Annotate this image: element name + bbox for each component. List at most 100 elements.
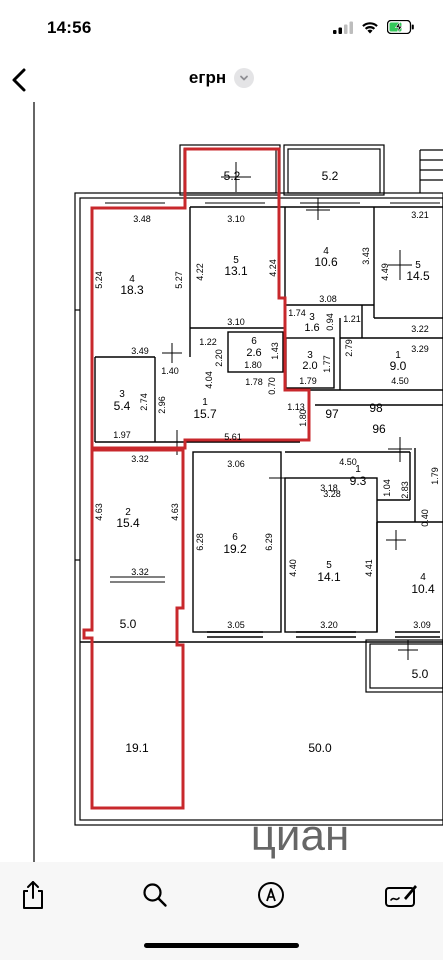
- markup-button[interactable]: [254, 878, 288, 912]
- room-number: 3: [309, 312, 315, 323]
- room-area: 2.6: [246, 347, 261, 359]
- signature-edit-icon: [385, 885, 417, 907]
- room-area: 50.0: [308, 741, 332, 755]
- dimension-label: 1.21: [343, 314, 361, 324]
- edit-button[interactable]: [384, 878, 418, 912]
- dimension-label: 3.32: [131, 567, 149, 577]
- balcony-area: 5.0: [120, 617, 137, 631]
- room-number: 3: [119, 389, 125, 400]
- title-menu-button[interactable]: [234, 68, 255, 88]
- dimension-label: 3.49: [131, 346, 149, 356]
- room-number: 3: [307, 350, 313, 361]
- dimension-label: 3.18: [320, 483, 338, 493]
- dimension-label: 4.63: [170, 503, 180, 521]
- dimension-label: 1.97: [113, 430, 131, 440]
- dimension-label: 6.29: [264, 533, 274, 551]
- balcony-area: 5.2: [322, 169, 339, 183]
- dimension-label: 1.80: [244, 360, 262, 370]
- system-indicators: [333, 20, 415, 34]
- balcony-area: 5.0: [412, 667, 429, 681]
- balcony-area: 5.2: [224, 169, 241, 183]
- dimension-label: 1.79: [430, 467, 440, 485]
- corridor-label: 97: [325, 407, 339, 421]
- dimension-label: 0.94: [325, 313, 335, 331]
- room-area: 10.4: [411, 582, 435, 596]
- corridor-label: 98: [369, 401, 383, 415]
- dimension-label: 3.08: [319, 294, 337, 304]
- dimension-label: 3.05: [227, 620, 245, 630]
- room-number: 4: [129, 274, 135, 285]
- document-title[interactable]: егрн: [188, 68, 227, 87]
- dimension-label: 4.49: [380, 263, 390, 281]
- dimension-label: 4.24: [268, 259, 278, 277]
- dimension-label: 1.77: [322, 355, 332, 373]
- room-area: 13.1: [224, 264, 248, 278]
- dimension-label: 3.10: [227, 214, 245, 224]
- dimension-label: 3.28: [323, 489, 341, 499]
- room-number: 4: [323, 246, 329, 257]
- dimension-label: 5.24: [94, 271, 104, 289]
- cellular-signal-icon: [333, 21, 353, 34]
- room-area: 14.1: [317, 570, 341, 584]
- floor-plan: 4 18.3 5 13.1 4 10.6 5 14.5 3 5.4 1 15.7…: [33, 102, 443, 862]
- wifi-icon: [362, 21, 378, 33]
- dimension-label: 1.78: [245, 377, 263, 387]
- dimension-label: 3.20: [320, 620, 338, 630]
- dimension-label: 4.41: [364, 559, 374, 577]
- room-number: 6: [232, 532, 238, 543]
- battery-charging-icon: [387, 20, 414, 34]
- dimension-label: 1.43: [270, 342, 280, 360]
- dimension-label: 0.40: [420, 509, 430, 527]
- dimension-label: 2.83: [400, 481, 410, 499]
- room-area: 9.0: [390, 359, 407, 373]
- dimension-label: 4.50: [339, 457, 357, 467]
- navigation-bar: егрн: [0, 58, 443, 102]
- floor-plan-viewer[interactable]: 4 18.3 5 13.1 4 10.6 5 14.5 3 5.4 1 15.7…: [0, 102, 443, 862]
- dimension-label: 1.40: [161, 366, 179, 376]
- room-area: 18.3: [120, 283, 144, 297]
- back-button[interactable]: [6, 62, 34, 98]
- dimension-label: 3.29: [411, 344, 429, 354]
- dimension-label: 2.20: [214, 349, 224, 367]
- room-area: 9.3: [350, 474, 367, 488]
- markup-pen-icon: [258, 882, 284, 908]
- room-area: 19.1: [125, 741, 149, 755]
- room-area: 19.2: [223, 542, 247, 556]
- dimension-label: 6.28: [195, 533, 205, 551]
- dimension-label: 4.63: [94, 503, 104, 521]
- dimension-label: 3.48: [133, 214, 151, 224]
- title-group: егрн: [0, 68, 443, 88]
- dimension-label: 3.09: [413, 620, 431, 630]
- share-button[interactable]: [16, 878, 50, 912]
- room-number: 2: [125, 507, 131, 518]
- dimension-label: 4.22: [195, 263, 205, 281]
- room-area: 1.6: [304, 322, 319, 334]
- room-number: 5: [233, 255, 239, 266]
- dimension-label: 1.79: [299, 376, 317, 386]
- home-indicator[interactable]: [144, 943, 299, 948]
- corridor-label: 96: [372, 422, 386, 436]
- room-number: 4: [420, 572, 426, 583]
- chevron-left-icon: [12, 68, 26, 92]
- dimension-label: 3.22: [411, 324, 429, 334]
- dimension-label: 2.96: [157, 396, 167, 414]
- dimension-label: 4.50: [391, 376, 409, 386]
- status-bar: 14:56: [0, 0, 443, 58]
- dimension-label: 4.40: [288, 559, 298, 577]
- watermark-text: циан: [251, 811, 350, 860]
- magnifier-icon: [143, 883, 167, 907]
- dimension-label: 4.04: [204, 371, 214, 389]
- room-number: 6: [251, 336, 257, 347]
- dimension-label: 3.43: [361, 247, 371, 265]
- room-area: 15.4: [116, 516, 140, 530]
- dimension-label: 3.06: [227, 459, 245, 469]
- share-icon: [23, 881, 43, 909]
- search-button[interactable]: [138, 878, 172, 912]
- dimension-label: 1.13: [287, 402, 305, 412]
- dimension-label: 1.74: [288, 308, 306, 318]
- dimension-label: 3.10: [227, 317, 245, 327]
- dimension-label: 3.21: [411, 210, 429, 220]
- room-area: 2.0: [302, 360, 317, 372]
- room-number: 1: [395, 350, 401, 361]
- dimension-label: 0.70: [267, 377, 277, 395]
